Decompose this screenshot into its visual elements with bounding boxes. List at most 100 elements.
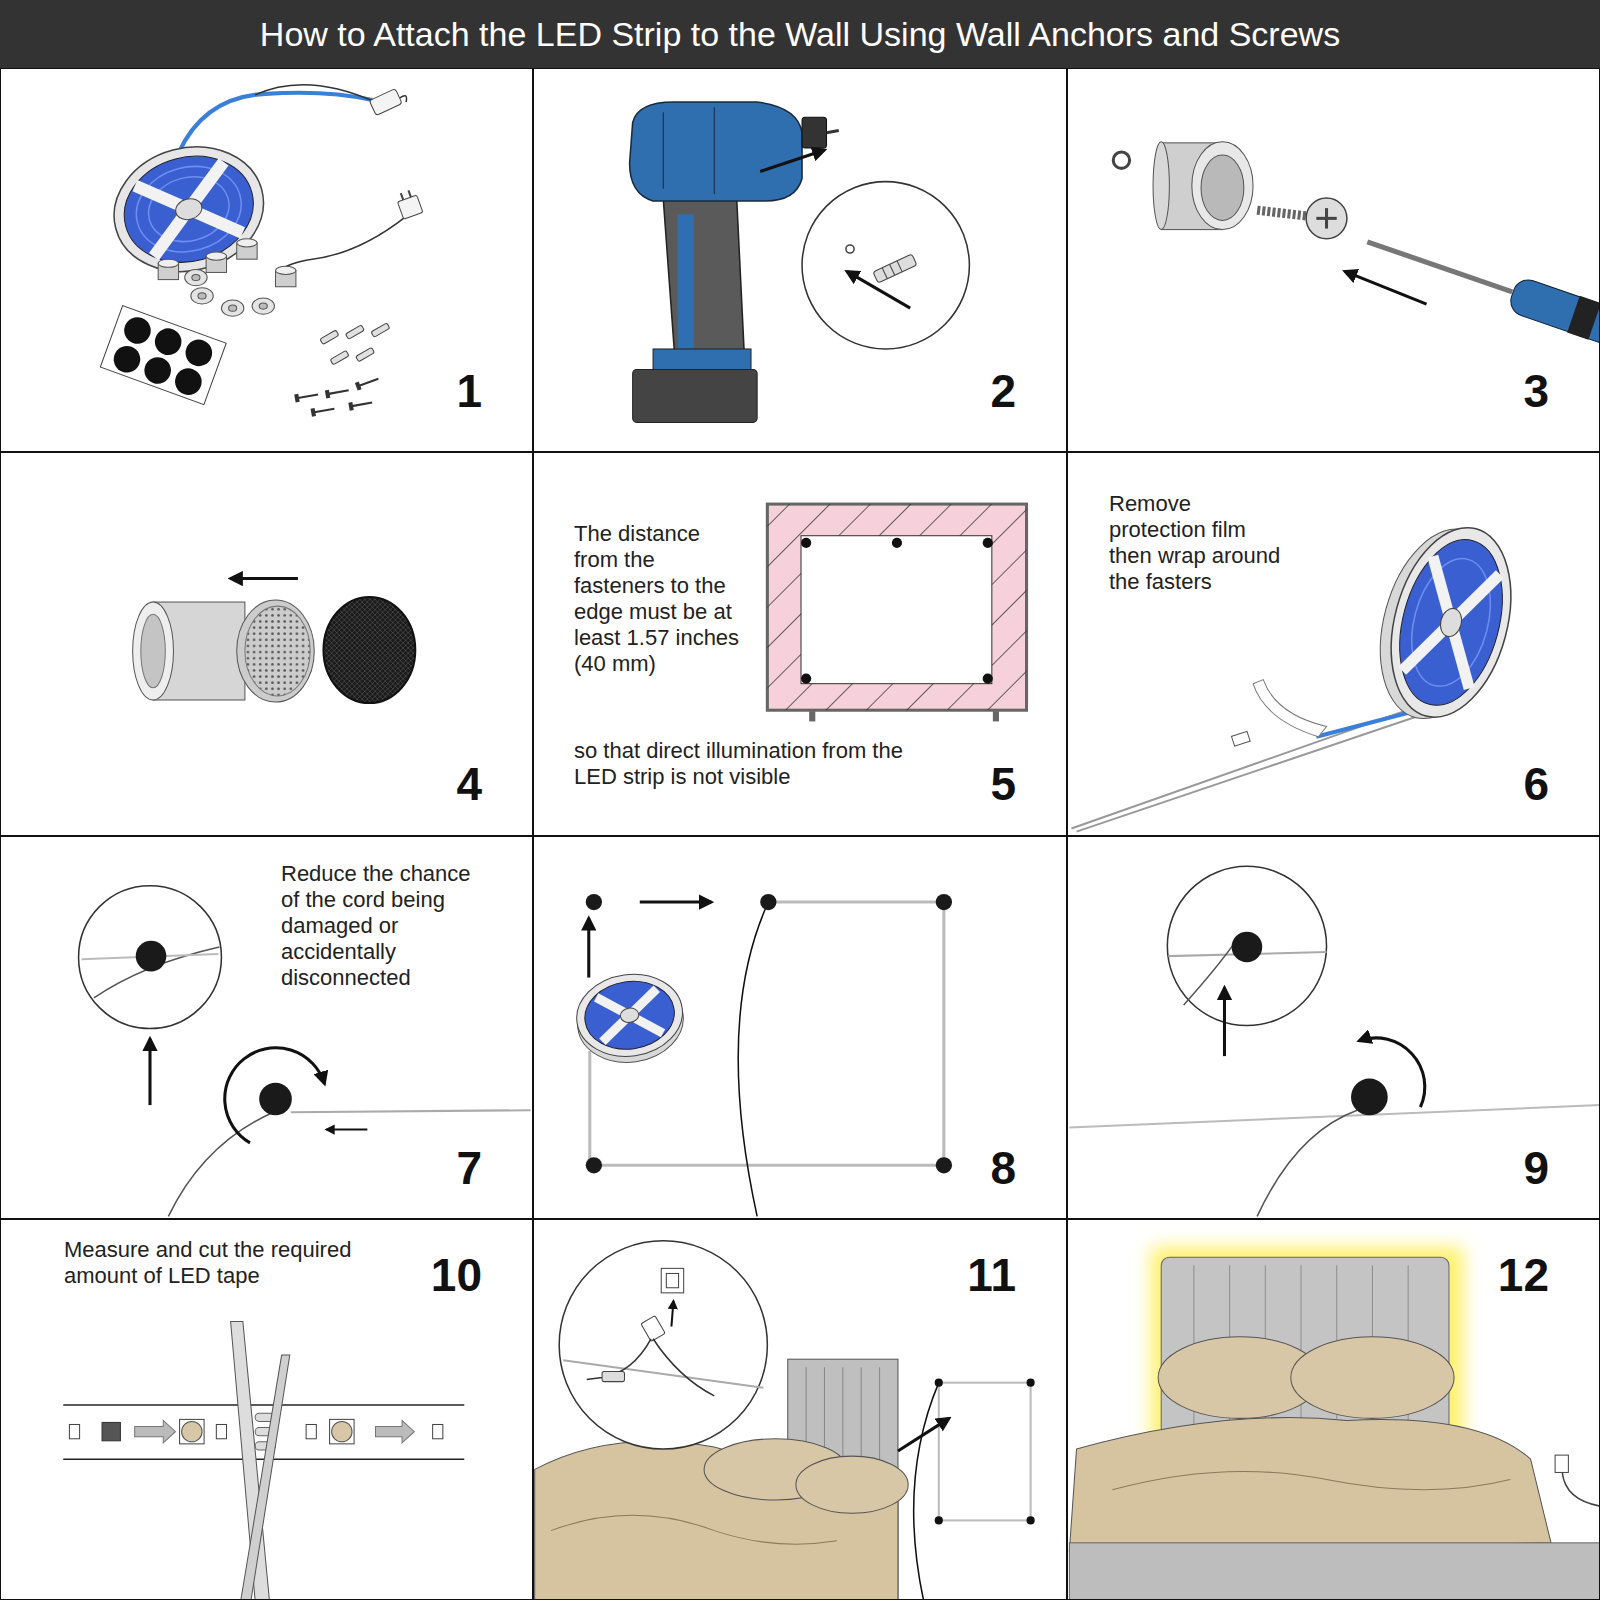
bed-plug-in	[1027, 1516, 1035, 1524]
kit-contents	[255, 85, 375, 102]
step-panel: Reduce the chance of the cord being dama…	[0, 836, 533, 1219]
cap-assembly	[133, 579, 416, 703]
drill-illustration	[846, 245, 854, 253]
screw-illustration	[1567, 296, 1600, 340]
finished-bed	[1069, 1247, 1600, 1600]
cord-wrap	[148, 1039, 151, 1105]
step-panel: 3	[1067, 68, 1600, 452]
instruction-note: Reduce the chance of the cord being dama…	[281, 861, 481, 991]
kit-contents	[191, 288, 213, 304]
step-panel: 8	[533, 836, 1067, 1219]
routing-diagram	[942, 902, 945, 1165]
bed-plug-in	[641, 1316, 665, 1342]
finished-bed	[1069, 1543, 1600, 1600]
cap-assembly	[323, 597, 415, 703]
instruction-note: Measure and cut the required amount of L…	[64, 1237, 394, 1289]
bed-plug-in	[535, 1241, 1035, 1600]
kit-contents	[173, 196, 204, 223]
kit-contents	[185, 269, 207, 285]
led-reel	[1077, 714, 1424, 831]
led-reel	[1383, 528, 1519, 716]
routing-diagram	[580, 976, 678, 1055]
bed-plug-in	[559, 1241, 767, 1449]
kit-contents	[127, 155, 251, 263]
step-number: 3	[1523, 368, 1549, 414]
bed-plug-in	[671, 1301, 673, 1327]
screw-illustration	[1192, 142, 1253, 230]
finished-bed	[1069, 1418, 1551, 1551]
finished-bed	[1291, 1337, 1454, 1419]
frame-diagram	[767, 504, 1026, 710]
screw-illustration	[1306, 198, 1347, 239]
cord-wrap	[136, 941, 167, 972]
kit-contents	[182, 336, 216, 370]
drill-illustration	[873, 254, 917, 283]
kit-contents	[369, 89, 402, 116]
step-panel: 11	[533, 1219, 1067, 1600]
screw-illustration	[1201, 155, 1244, 220]
drill-illustration	[678, 214, 694, 357]
screw-illustration	[1153, 142, 1169, 230]
step-number: 8	[990, 1145, 1016, 1191]
screw-illustration	[1113, 152, 1129, 168]
kit-contents	[348, 399, 373, 411]
finished-bed	[1562, 1472, 1600, 1506]
routing-diagram	[586, 894, 602, 910]
drill-illustration	[760, 150, 824, 171]
drill-illustration	[882, 268, 887, 279]
screw-illustration	[1506, 275, 1600, 358]
kit-contents	[100, 85, 423, 417]
kit-contents	[100, 131, 278, 288]
cord-wrap-end	[1069, 1105, 1600, 1127]
led-reel	[1231, 731, 1250, 746]
routing-diagram	[587, 918, 590, 977]
screw-illustration	[1507, 276, 1600, 357]
kit-contents	[397, 195, 422, 219]
drill-illustration	[714, 107, 715, 194]
frame-diagram	[993, 711, 999, 721]
bed-plug-in	[939, 1383, 1031, 1521]
led-reel	[1231, 731, 1250, 746]
routing-diagram	[640, 901, 711, 904]
step-number: 5	[990, 761, 1016, 807]
routing-diagram	[768, 901, 944, 904]
led-tape-cut	[63, 1404, 464, 1406]
cap-assembly	[133, 602, 174, 700]
instruction-note: Remove protection film then wrap around …	[1109, 491, 1289, 595]
bed-plug-in	[563, 1360, 763, 1388]
led-reel	[1361, 512, 1531, 735]
kit-contents	[400, 96, 407, 102]
led-reel	[1437, 606, 1464, 639]
frame-diagram	[767, 504, 1026, 710]
cap-assembly	[141, 614, 165, 687]
routing-diagram	[586, 1157, 602, 1173]
step-number: 9	[1523, 1145, 1549, 1191]
kit-contents	[277, 216, 406, 277]
step-panel: 4	[0, 452, 533, 836]
kit-contents	[276, 266, 296, 286]
kit-contents	[100, 306, 226, 405]
cord-wrap-end	[1232, 932, 1263, 963]
cord-wrap	[291, 1110, 531, 1112]
frame-diagram	[809, 711, 815, 721]
cord-wrap-end	[1167, 866, 1326, 1025]
frame-diagram	[801, 673, 811, 683]
kit-contents	[100, 306, 226, 405]
bed-plug-in	[1027, 1379, 1035, 1387]
drill-illustration	[633, 369, 757, 422]
kit-contents	[141, 353, 175, 387]
routing-diagram	[738, 902, 768, 1216]
kit-contents	[206, 252, 226, 272]
bed-plug-in	[653, 1339, 714, 1396]
cord-wrap	[168, 1112, 273, 1216]
drill-illustration	[630, 102, 802, 201]
kit-contents	[100, 131, 278, 288]
led-tape-cut	[182, 1421, 202, 1441]
kit-contents	[171, 365, 205, 399]
routing-diagram	[936, 894, 952, 910]
drill-illustration	[630, 102, 970, 422]
cord-wrap-end	[1223, 988, 1226, 1056]
drill-illustration	[890, 264, 895, 275]
bed-plug-in	[935, 1516, 943, 1524]
